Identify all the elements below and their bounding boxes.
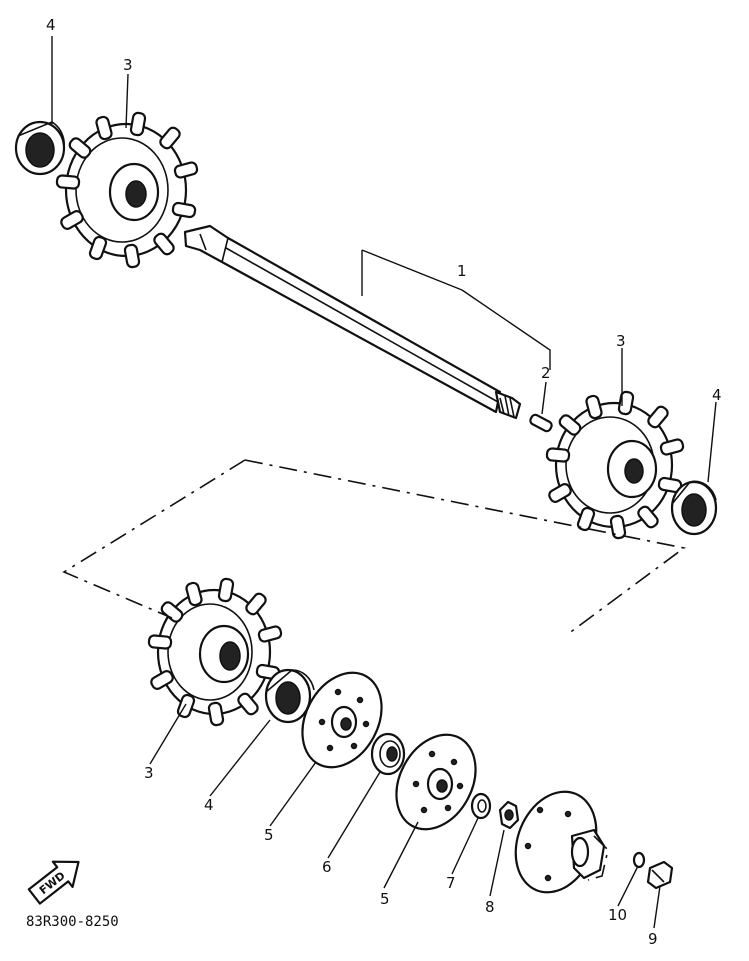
callout-4-upper-left: 4 [46, 16, 56, 34]
bushing-upper-right [670, 480, 718, 536]
spring-washer [632, 851, 646, 869]
bushing-upper-left [14, 120, 66, 176]
callout-5-second: 5 [380, 890, 390, 908]
plate-first [301, 671, 383, 769]
plate-second [395, 733, 477, 831]
bearing [370, 732, 406, 776]
callout-6: 6 [322, 858, 332, 876]
fwd-arrow-icon: FWD [27, 860, 80, 905]
callout-4-lower: 4 [204, 796, 214, 814]
callout-1: 1 [457, 262, 467, 280]
callout-2: 2 [541, 364, 551, 382]
flange-hub [514, 790, 609, 894]
washer [470, 792, 492, 820]
callout-3-upper-right: 3 [616, 332, 626, 350]
drawing-code: 83R300-8250 [26, 914, 119, 930]
drive-shaft [183, 224, 522, 420]
callout-3-lower: 3 [144, 764, 154, 782]
assembly-reference-line [62, 459, 686, 635]
sprocket-upper-right [545, 390, 686, 540]
callout-3-upper-left: 3 [123, 56, 133, 74]
shaft-pin [529, 413, 553, 433]
callout-9: 9 [648, 930, 658, 948]
sprocket-lower [147, 577, 284, 727]
callout-10: 10 [608, 906, 627, 924]
bolt [646, 860, 674, 890]
callout-7: 7 [446, 874, 456, 892]
callout-labels: 4 3 1 2 3 4 3 4 5 6 5 7 8 10 9 [46, 16, 722, 948]
bushing-lower [264, 668, 315, 724]
callout-4-upper-right: 4 [712, 386, 722, 404]
sprocket-upper-left [55, 111, 200, 269]
nut [498, 800, 520, 830]
callout-8: 8 [485, 898, 495, 916]
leader-lines [51, 36, 717, 929]
callout-5-first: 5 [264, 826, 274, 844]
